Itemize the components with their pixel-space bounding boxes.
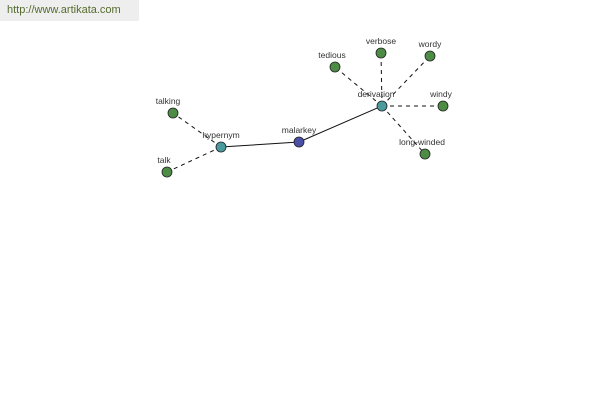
- node-label-long-winded[interactable]: long-winded: [399, 137, 445, 147]
- edge-derivation-long-winded: [381, 105, 426, 155]
- edge-malarkey-hypernym: [220, 141, 300, 148]
- node-label-derivation[interactable]: derivation: [358, 89, 395, 99]
- edge-malarkey-derivation: [298, 105, 383, 143]
- edge-derivation-verbose: [380, 52, 383, 107]
- source-url[interactable]: http://www.artikata.com: [0, 0, 139, 21]
- node-label-malarkey[interactable]: malarkey: [282, 125, 317, 135]
- node-talk[interactable]: [161, 166, 173, 178]
- node-derivation[interactable]: [376, 100, 388, 112]
- edge-derivation-tedious: [334, 66, 383, 107]
- node-label-tedious[interactable]: tedious: [318, 50, 345, 60]
- node-label-windy[interactable]: windy: [429, 89, 452, 99]
- edge-hypernym-talking: [172, 112, 222, 148]
- node-malarkey[interactable]: [293, 136, 305, 148]
- node-wordy[interactable]: [424, 50, 436, 62]
- node-label-hypernym[interactable]: hypernym: [202, 130, 239, 140]
- node-label-verbose[interactable]: verbose: [366, 36, 397, 46]
- node-windy[interactable]: [437, 100, 449, 112]
- nodes-layer: [161, 47, 449, 178]
- node-tedious[interactable]: [329, 61, 341, 73]
- edge-derivation-wordy: [381, 55, 431, 107]
- node-talking[interactable]: [167, 107, 179, 119]
- node-label-talk[interactable]: talk: [157, 155, 171, 165]
- edge-hypernym-talk: [166, 146, 222, 173]
- labels-layer: malarkey hypernym derivation talking talk ted…: [156, 36, 453, 165]
- node-label-wordy[interactable]: wordy: [418, 39, 442, 49]
- node-verbose[interactable]: [375, 47, 387, 59]
- node-hypernym[interactable]: [215, 141, 227, 153]
- edges-layer: [166, 52, 443, 173]
- node-label-talking[interactable]: talking: [156, 96, 181, 106]
- node-long-winded[interactable]: [419, 148, 431, 160]
